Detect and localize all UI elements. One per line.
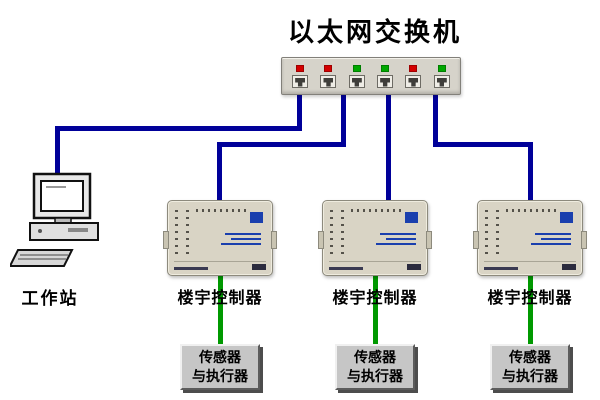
building-controller-2: 楼宇控制器 xyxy=(318,200,432,310)
brand-logo-icon xyxy=(405,212,418,223)
switch-port-3 xyxy=(348,64,365,88)
workstation-computer-icon xyxy=(10,172,99,267)
model-strip xyxy=(174,261,266,270)
port-led-icon xyxy=(409,64,418,72)
cable-workstation-vertical-2 xyxy=(55,126,60,190)
cable-controller1-vertical-1 xyxy=(341,93,346,147)
rj45-port-icon xyxy=(433,74,450,88)
terminal-row xyxy=(351,209,401,212)
workstation-label: 工作站 xyxy=(21,289,79,308)
model-strip xyxy=(329,261,421,270)
controller-label: 楼宇控制器 xyxy=(487,290,573,307)
brand-logo-icon xyxy=(560,212,573,223)
ddc-controller-device xyxy=(163,200,277,276)
fine-print-lines xyxy=(376,233,416,245)
rj45-port-icon xyxy=(320,74,337,88)
controller-label: 楼宇控制器 xyxy=(332,290,418,307)
terminal-strip xyxy=(330,210,344,259)
cable-workstation-horizontal xyxy=(55,126,302,131)
terminal-row xyxy=(196,209,246,212)
sensor-actuator-box-3: 传感器 与执行器 xyxy=(490,344,570,390)
switch-port-4 xyxy=(377,64,394,88)
switch-port-6 xyxy=(433,64,450,88)
ddc-controller-device xyxy=(473,200,587,276)
building-controller-3: 楼宇控制器 xyxy=(473,200,587,310)
sensor-label-line1: 传感器 xyxy=(199,349,241,366)
cable-controller3-vertical-2 xyxy=(528,142,533,204)
ddc-badge xyxy=(562,264,576,270)
building-controller-1: 楼宇控制器 xyxy=(163,200,277,310)
cable-controller1-horizontal xyxy=(217,142,346,147)
cable-workstation-vertical-1 xyxy=(297,93,302,131)
ddc-badge xyxy=(407,264,421,270)
controller-label: 楼宇控制器 xyxy=(177,290,263,307)
terminal-strip xyxy=(175,210,189,259)
cable-controller2-vertical xyxy=(386,93,391,204)
sensor-label-line2: 与执行器 xyxy=(347,368,403,384)
cable-sensor1-vertical xyxy=(218,272,223,346)
ethernet-switch xyxy=(281,57,461,95)
fine-print-lines xyxy=(531,233,571,245)
sensor-label-line1: 传感器 xyxy=(509,349,551,366)
switch-port-2 xyxy=(320,64,337,88)
port-led-icon xyxy=(437,64,446,72)
rj45-port-icon xyxy=(377,74,394,88)
rj45-port-icon xyxy=(348,74,365,88)
model-text-bar xyxy=(484,267,518,270)
switch-port-1 xyxy=(292,64,309,88)
port-led-icon xyxy=(381,64,390,72)
fine-print-lines xyxy=(221,233,261,245)
model-strip xyxy=(484,261,576,270)
sensor-actuator-box-1: 传感器 与执行器 xyxy=(180,344,260,390)
model-text-bar xyxy=(329,267,363,270)
cable-sensor3-vertical xyxy=(528,272,533,346)
terminal-strip xyxy=(485,210,499,259)
cable-controller1-vertical-2 xyxy=(217,142,222,204)
sensor-actuator-box-2: 传感器 与执行器 xyxy=(335,344,415,390)
ddc-badge xyxy=(252,264,266,270)
sensor-label-line1: 传感器 xyxy=(354,349,396,366)
port-led-icon xyxy=(296,64,305,72)
switch-port-5 xyxy=(405,64,422,88)
cable-sensor2-vertical xyxy=(373,272,378,346)
diagram-title: 以太网交换机 xyxy=(287,17,463,47)
cable-controller3-vertical-1 xyxy=(433,93,438,147)
ddc-controller-device xyxy=(318,200,432,276)
rj45-port-icon xyxy=(405,74,422,88)
model-text-bar xyxy=(174,267,208,270)
rj45-port-icon xyxy=(292,74,309,88)
sensor-label-line2: 与执行器 xyxy=(192,368,248,384)
port-led-icon xyxy=(324,64,333,72)
brand-logo-icon xyxy=(250,212,263,223)
cable-controller3-horizontal xyxy=(433,142,533,147)
sensor-label-line2: 与执行器 xyxy=(502,368,558,384)
terminal-row xyxy=(506,209,556,212)
port-led-icon xyxy=(352,64,361,72)
